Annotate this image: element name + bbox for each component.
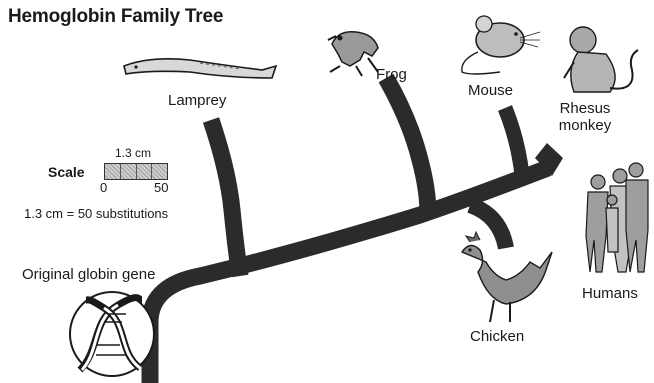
label-original-gene: Original globin gene (22, 266, 155, 283)
lamprey-branch (211, 120, 240, 276)
label-rhesus-monkey: Rhesus monkey (556, 100, 614, 134)
mouse-icon (462, 16, 540, 74)
chicken-branch (470, 205, 506, 248)
scale-title: Scale (48, 164, 85, 180)
humans-icon (586, 163, 648, 272)
scale-note: 1.3 cm = 50 substitutions (24, 206, 168, 221)
dna-icon (70, 292, 154, 376)
label-rhesus-line2: monkey (556, 117, 614, 134)
label-lamprey: Lamprey (168, 92, 226, 109)
label-mouse: Mouse (468, 82, 513, 99)
label-rhesus-line1: Rhesus (556, 100, 614, 117)
label-chicken: Chicken (470, 328, 524, 345)
mouse-branch (505, 108, 522, 175)
scale-tick-start: 0 (100, 180, 107, 195)
label-frog: Frog (376, 66, 407, 83)
scale-length: 1.3 cm (115, 146, 151, 160)
scale-tick-end: 50 (154, 180, 168, 195)
frog-branch (386, 78, 428, 214)
label-humans: Humans (582, 285, 638, 302)
scale-bar (104, 163, 168, 180)
monkey-icon (564, 27, 638, 92)
lamprey-icon (124, 59, 276, 78)
frog-icon (328, 32, 378, 76)
diagram-title: Hemoglobin Family Tree (8, 6, 223, 28)
